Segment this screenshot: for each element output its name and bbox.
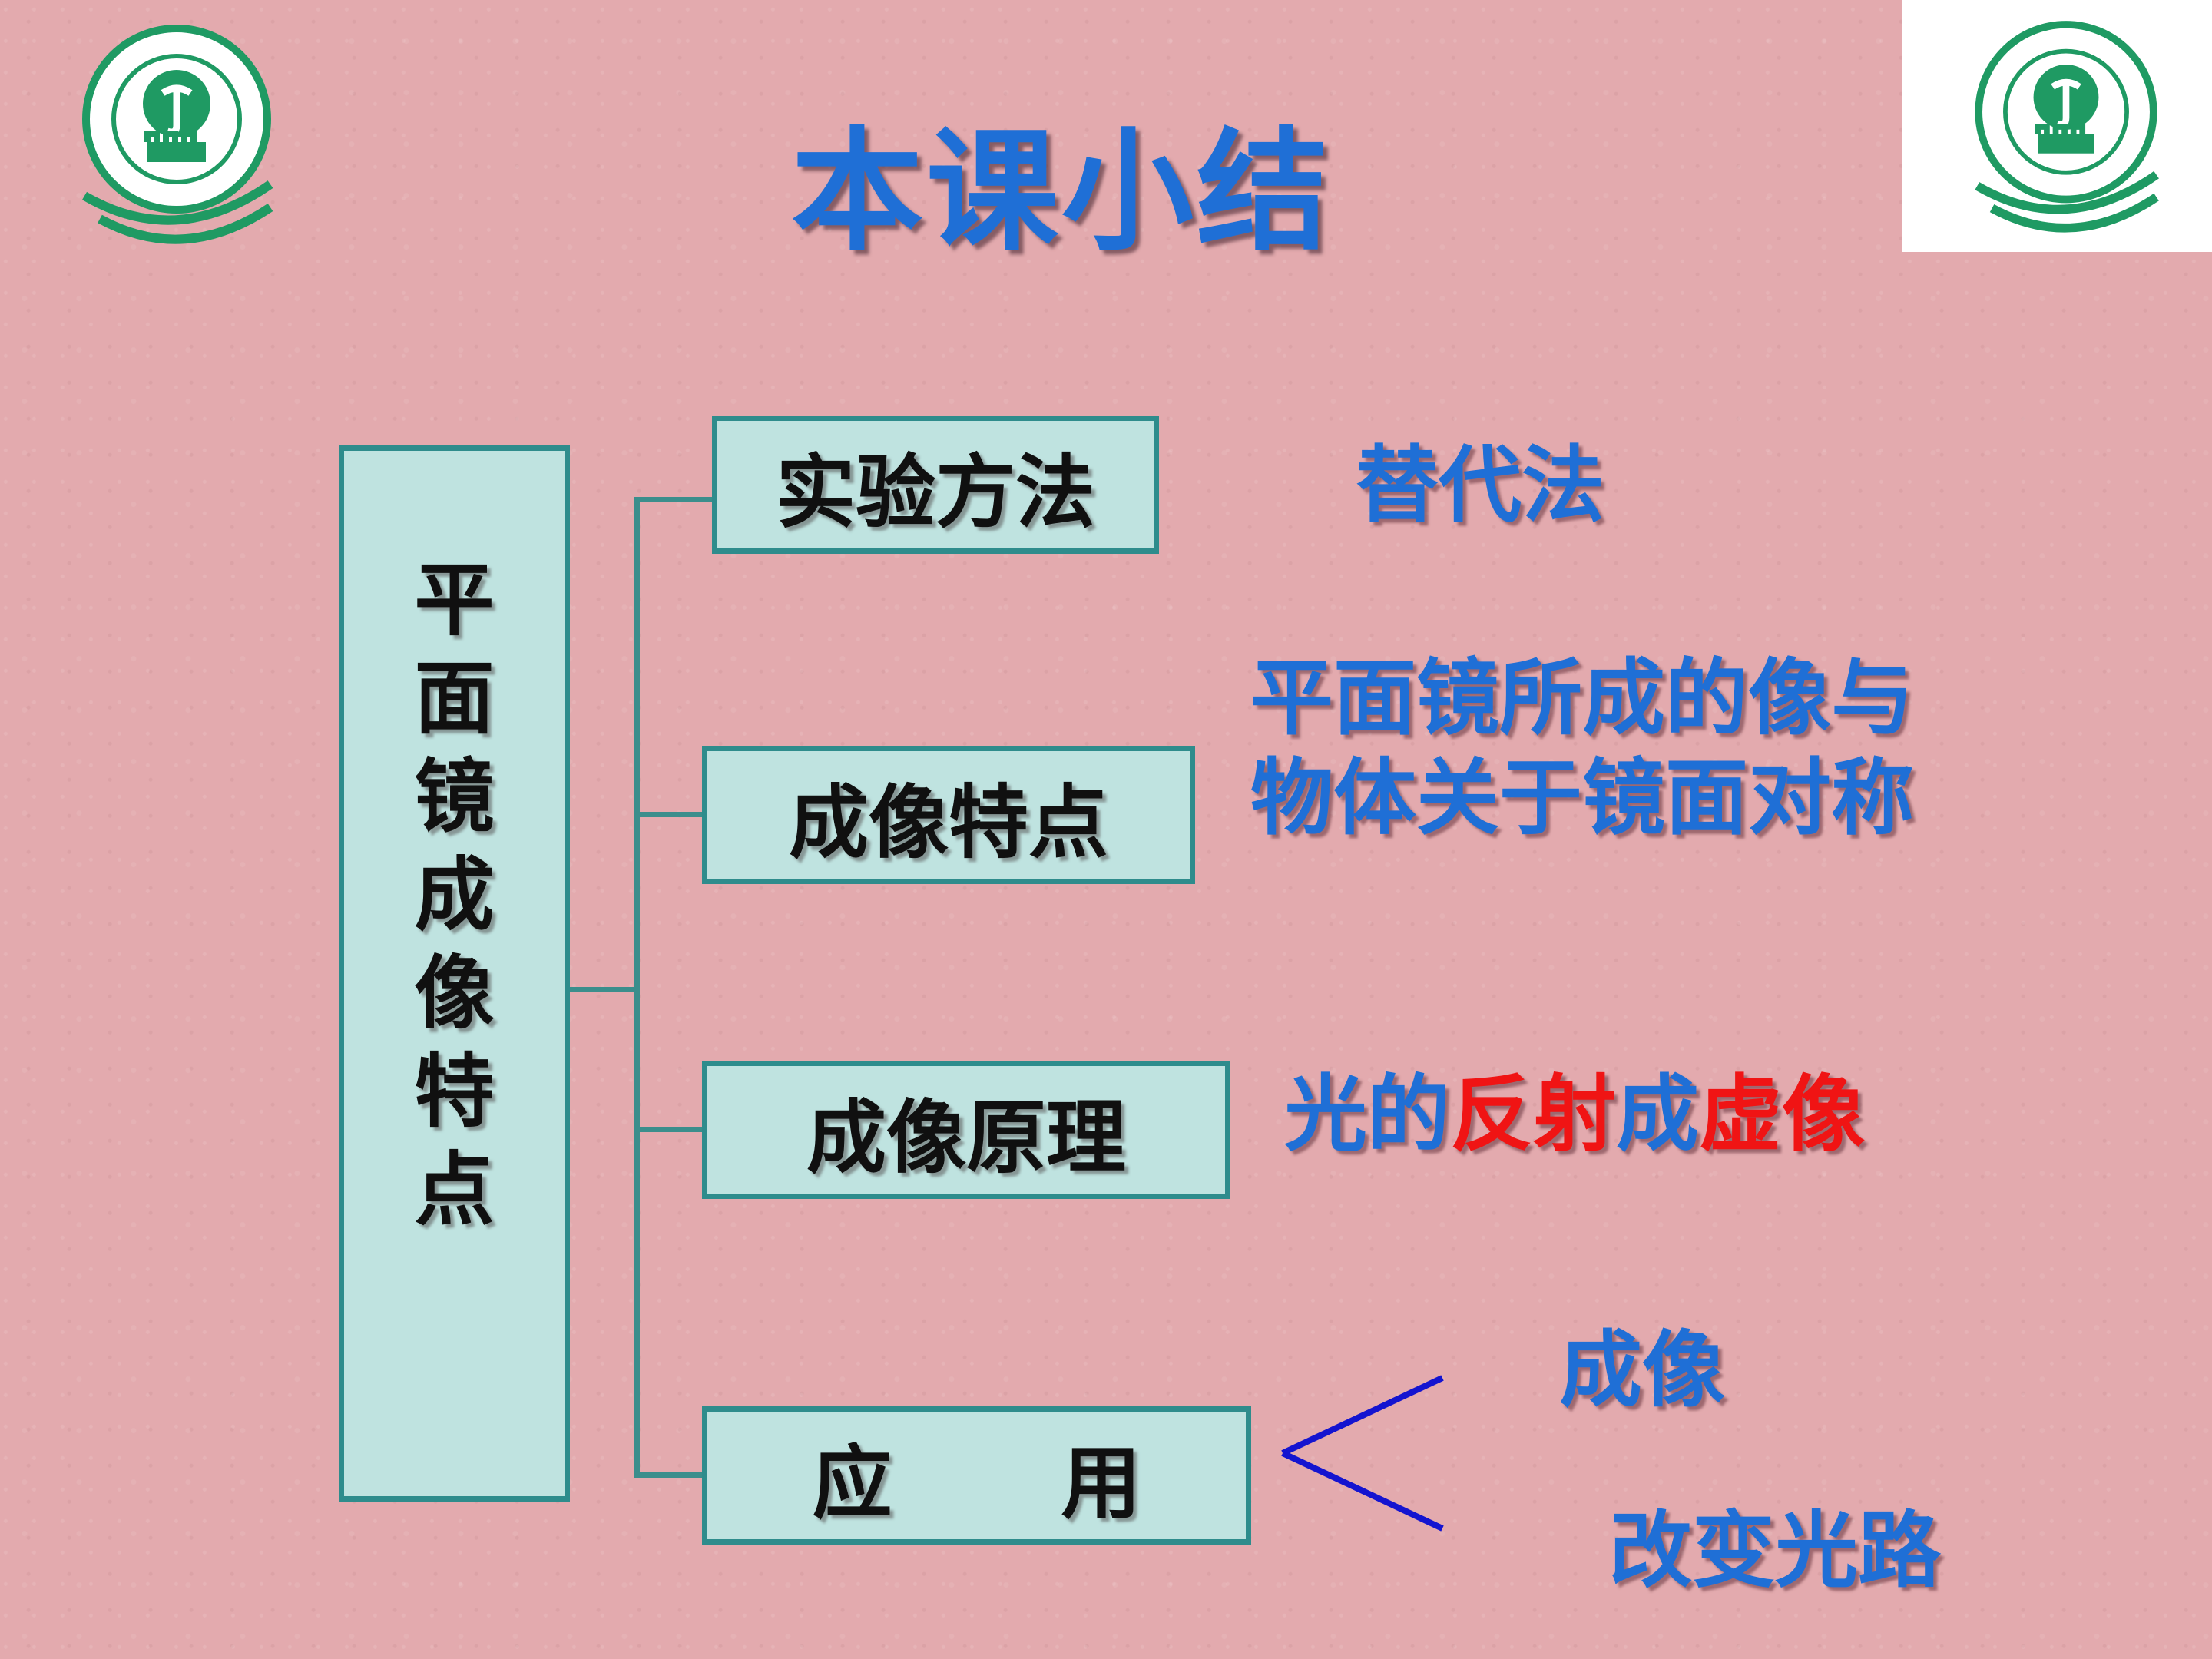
connector-branch-application	[634, 1472, 702, 1478]
connector-branch-features	[634, 812, 702, 817]
application-fork-lines	[1281, 1375, 1444, 1532]
connector-trunk	[634, 497, 640, 1477]
main-topic-box: 平面镜成像特点	[339, 445, 570, 1502]
branch-method-box: 实验方法	[712, 416, 1159, 554]
answer-principle: 光的反射成虚像	[1284, 1065, 1865, 1165]
connector-branch-principle	[634, 1127, 702, 1132]
school-emblem-icon	[81, 25, 273, 244]
school-emblem-icon	[1975, 21, 2159, 233]
answer-features-line1: 平面镜所成的像与	[1250, 651, 1915, 747]
answer-principle-part-4: 虚像	[1699, 1067, 1866, 1163]
main-topic-label: 平面镜成像特点	[414, 553, 495, 1237]
connector-branch-method	[634, 497, 712, 502]
branch-application-label-b: 用	[1061, 1435, 1141, 1530]
answer-application-2: 改变光路	[1609, 1503, 1942, 1599]
answer-application-1: 成像	[1559, 1323, 1726, 1419]
slide-title: 本课小结	[791, 114, 1332, 269]
branch-application-label-a: 应	[812, 1435, 892, 1530]
answer-principle-part-3: 成	[1616, 1067, 1700, 1163]
branch-principle-label: 成像原理	[806, 1090, 1126, 1184]
answer-principle-part-2: 反射	[1450, 1067, 1617, 1163]
branch-principle-box: 成像原理	[702, 1061, 1230, 1199]
branch-method-label: 实验方法	[775, 445, 1095, 539]
connector-stub	[570, 987, 634, 992]
branch-features-label: 成像特点	[788, 775, 1108, 869]
answer-method: 替代法	[1356, 438, 1605, 534]
answer-features-line2: 物体关于镜面对称	[1250, 750, 1915, 846]
branch-features-box: 成像特点	[702, 746, 1195, 884]
answer-principle-part-1: 光的	[1284, 1067, 1451, 1163]
branch-application-box: 应 用	[702, 1406, 1251, 1545]
